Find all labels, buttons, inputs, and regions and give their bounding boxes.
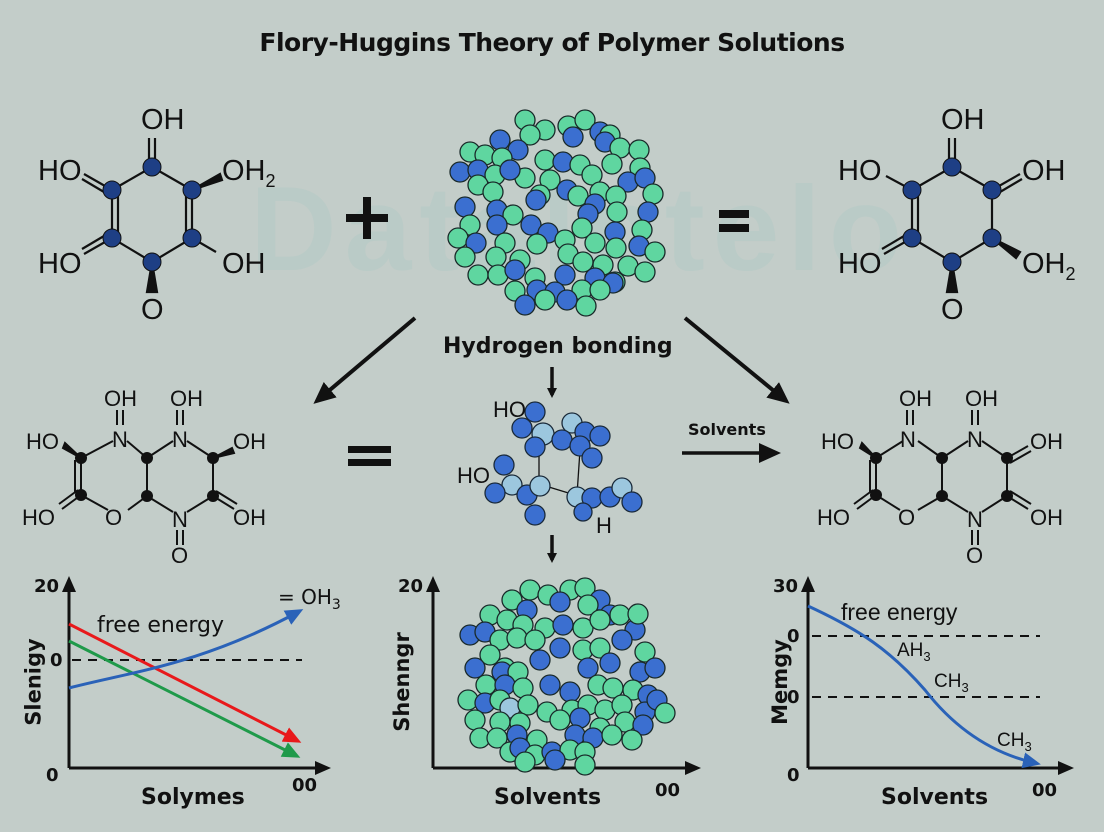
atom-label: HO — [821, 429, 854, 454]
atoms-top-right — [902, 157, 1002, 272]
atom-label: O — [941, 294, 964, 326]
atom-label: HO — [38, 155, 82, 187]
atom-label: N — [967, 507, 983, 532]
y-tick-bottom: 0 — [787, 765, 800, 786]
atom-label: O — [171, 543, 189, 568]
y-tick-top: 20 — [34, 576, 60, 597]
atom-label: OH — [1030, 429, 1063, 454]
atom-label: O — [141, 294, 164, 326]
x-end-label: 00 — [292, 775, 318, 796]
atom-label: N — [112, 427, 128, 452]
oh3-annotation: = OH3 — [278, 585, 341, 613]
atom-label: N — [967, 427, 983, 452]
atom-label: OH — [941, 104, 985, 136]
atom-label: O — [898, 505, 916, 530]
x-axis-label: Solymes — [141, 785, 245, 810]
atom-label: HO — [26, 429, 59, 454]
y-axis-label: Shenngr — [389, 632, 414, 732]
ch3-annotation: CH3 — [934, 671, 969, 695]
atom-label: N — [172, 427, 188, 452]
molecule-middle-left — [58, 410, 238, 545]
hydrogen-bond-cluster — [484, 401, 643, 526]
ah3-annotation: AH3 — [897, 640, 931, 664]
atom-label: N — [900, 427, 916, 452]
atom-label: OH — [222, 248, 266, 280]
diagram-title: Flory-Huggins Theory of Polymer Solution… — [259, 28, 845, 57]
molecule-middle-right — [853, 410, 1032, 545]
atoms-middle-right — [870, 452, 1013, 502]
atom-label: OH — [104, 386, 137, 411]
polymer-coil-top — [447, 109, 666, 317]
chart-right — [801, 576, 1074, 775]
atom-label: OH — [141, 104, 185, 136]
y-axis-label: Slenigy — [21, 638, 46, 726]
free-energy-label: free energy — [841, 599, 958, 625]
atom-label: HO — [838, 248, 882, 280]
atom-label: HO — [22, 505, 55, 530]
atom-label: N — [172, 507, 188, 532]
cluster-label: H — [596, 513, 612, 538]
arrow-down-left — [313, 316, 417, 404]
atom-label: OH — [1022, 155, 1066, 187]
x-end-label: 00 — [1032, 780, 1058, 801]
atoms-middle-left — [75, 452, 219, 502]
atom-label: OH2 — [1022, 248, 1076, 284]
atom-label: O — [105, 505, 123, 530]
atom-label: HO — [817, 505, 850, 530]
cluster-label: HO — [457, 463, 490, 488]
atom-label: OH2 — [222, 155, 276, 191]
equals-icon-top — [719, 210, 749, 232]
y-tick-mid: 0 — [50, 650, 63, 671]
x-end-label: 00 — [655, 780, 681, 801]
y-tick-bottom: 0 — [46, 765, 59, 786]
atom-label: OH — [233, 429, 266, 454]
arrow-down-right — [683, 316, 790, 404]
atom-label: OH — [1030, 505, 1063, 530]
y-tick-top: 30 — [773, 576, 799, 597]
atom-label: OH — [170, 386, 203, 411]
y-tick-mid1: 0 — [787, 626, 800, 647]
plus-icon — [346, 197, 388, 239]
atom-label: HO — [38, 248, 82, 280]
polymer-coil-bottom — [457, 577, 676, 776]
cluster-label: HO — [493, 397, 526, 422]
chart-left — [62, 576, 331, 775]
atom-label: O — [966, 543, 984, 568]
atoms-top-left — [102, 157, 202, 272]
equals-icon-middle — [348, 446, 391, 466]
atom-label: OH — [965, 386, 998, 411]
atom-label: OH — [899, 386, 932, 411]
free-energy-label: free energy — [97, 613, 225, 638]
x-axis-label: Solvents — [494, 785, 602, 810]
hydrogen-bonding-label: Hydrogen bonding — [443, 334, 673, 359]
solvents-arrow-label: Solvents — [688, 420, 766, 439]
atom-label: OH — [233, 505, 266, 530]
y-axis-label: Memgy — [767, 639, 792, 725]
y-tick-top: 20 — [398, 576, 424, 597]
ch3-annotation-end: CH3 — [997, 730, 1032, 754]
chart-center — [426, 576, 701, 775]
atom-label: HO — [838, 155, 882, 187]
x-axis-label: Solvents — [881, 785, 989, 810]
y-tick-mid2: 0 — [787, 687, 800, 708]
